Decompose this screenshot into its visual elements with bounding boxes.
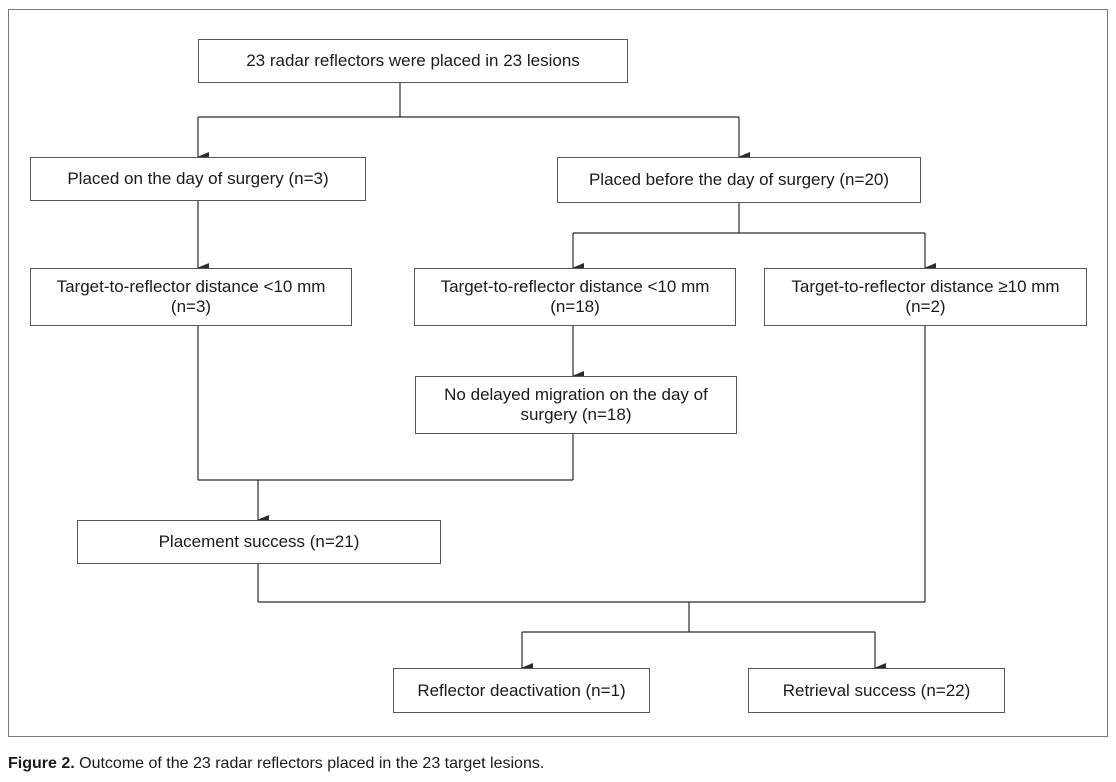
node-same-day: Placed on the day of surgery (n=3) — [30, 157, 366, 201]
node-retrieval-success-label: Retrieval success (n=22) — [782, 680, 971, 700]
node-no-migration: No delayed migration on the day of surge… — [415, 376, 737, 434]
node-same-day-label: Placed on the day of surgery (n=3) — [67, 169, 329, 188]
node-before-day-label: Placed before the day of surgery (n=20) — [588, 170, 890, 189]
node-same-day-lt10: Target-to-reflector distance <10 mm (n=3… — [30, 268, 352, 326]
node-before-lt10-label: Target-to-reflector distance <10 mm (n=1… — [440, 277, 710, 316]
node-root: 23 radar reflectors were placed in 23 le… — [198, 39, 628, 83]
node-before-day: Placed before the day of surgery (n=20) — [557, 157, 921, 203]
node-placement-success: Placement success (n=21) — [77, 520, 441, 564]
figure-caption: Figure 2. Outcome of the 23 radar reflec… — [8, 755, 544, 773]
node-deactivation: Reflector deactivation (n=1) — [393, 668, 650, 713]
node-retrieval-success: Retrieval success (n=22) — [748, 668, 1005, 713]
figure-frame — [8, 9, 1108, 737]
node-placement-success-label: Placement success (n=21) — [158, 532, 360, 551]
node-same-day-lt10-label: Target-to-reflector distance <10 mm (n=3… — [56, 277, 326, 316]
node-before-lt10: Target-to-reflector distance <10 mm (n=1… — [414, 268, 736, 326]
node-before-ge10-label: Target-to-reflector distance ≥10 mm (n=2… — [791, 277, 1060, 316]
figure-caption-label: Figure 2. — [8, 755, 75, 772]
node-deactivation-label: Reflector deactivation (n=1) — [417, 680, 626, 700]
figure-caption-text: Outcome of the 23 radar reflectors place… — [74, 755, 545, 772]
node-no-migration-label: No delayed migration on the day of surge… — [444, 385, 708, 424]
node-before-ge10: Target-to-reflector distance ≥10 mm (n=2… — [764, 268, 1087, 326]
node-root-label: 23 radar reflectors were placed in 23 le… — [246, 51, 580, 70]
